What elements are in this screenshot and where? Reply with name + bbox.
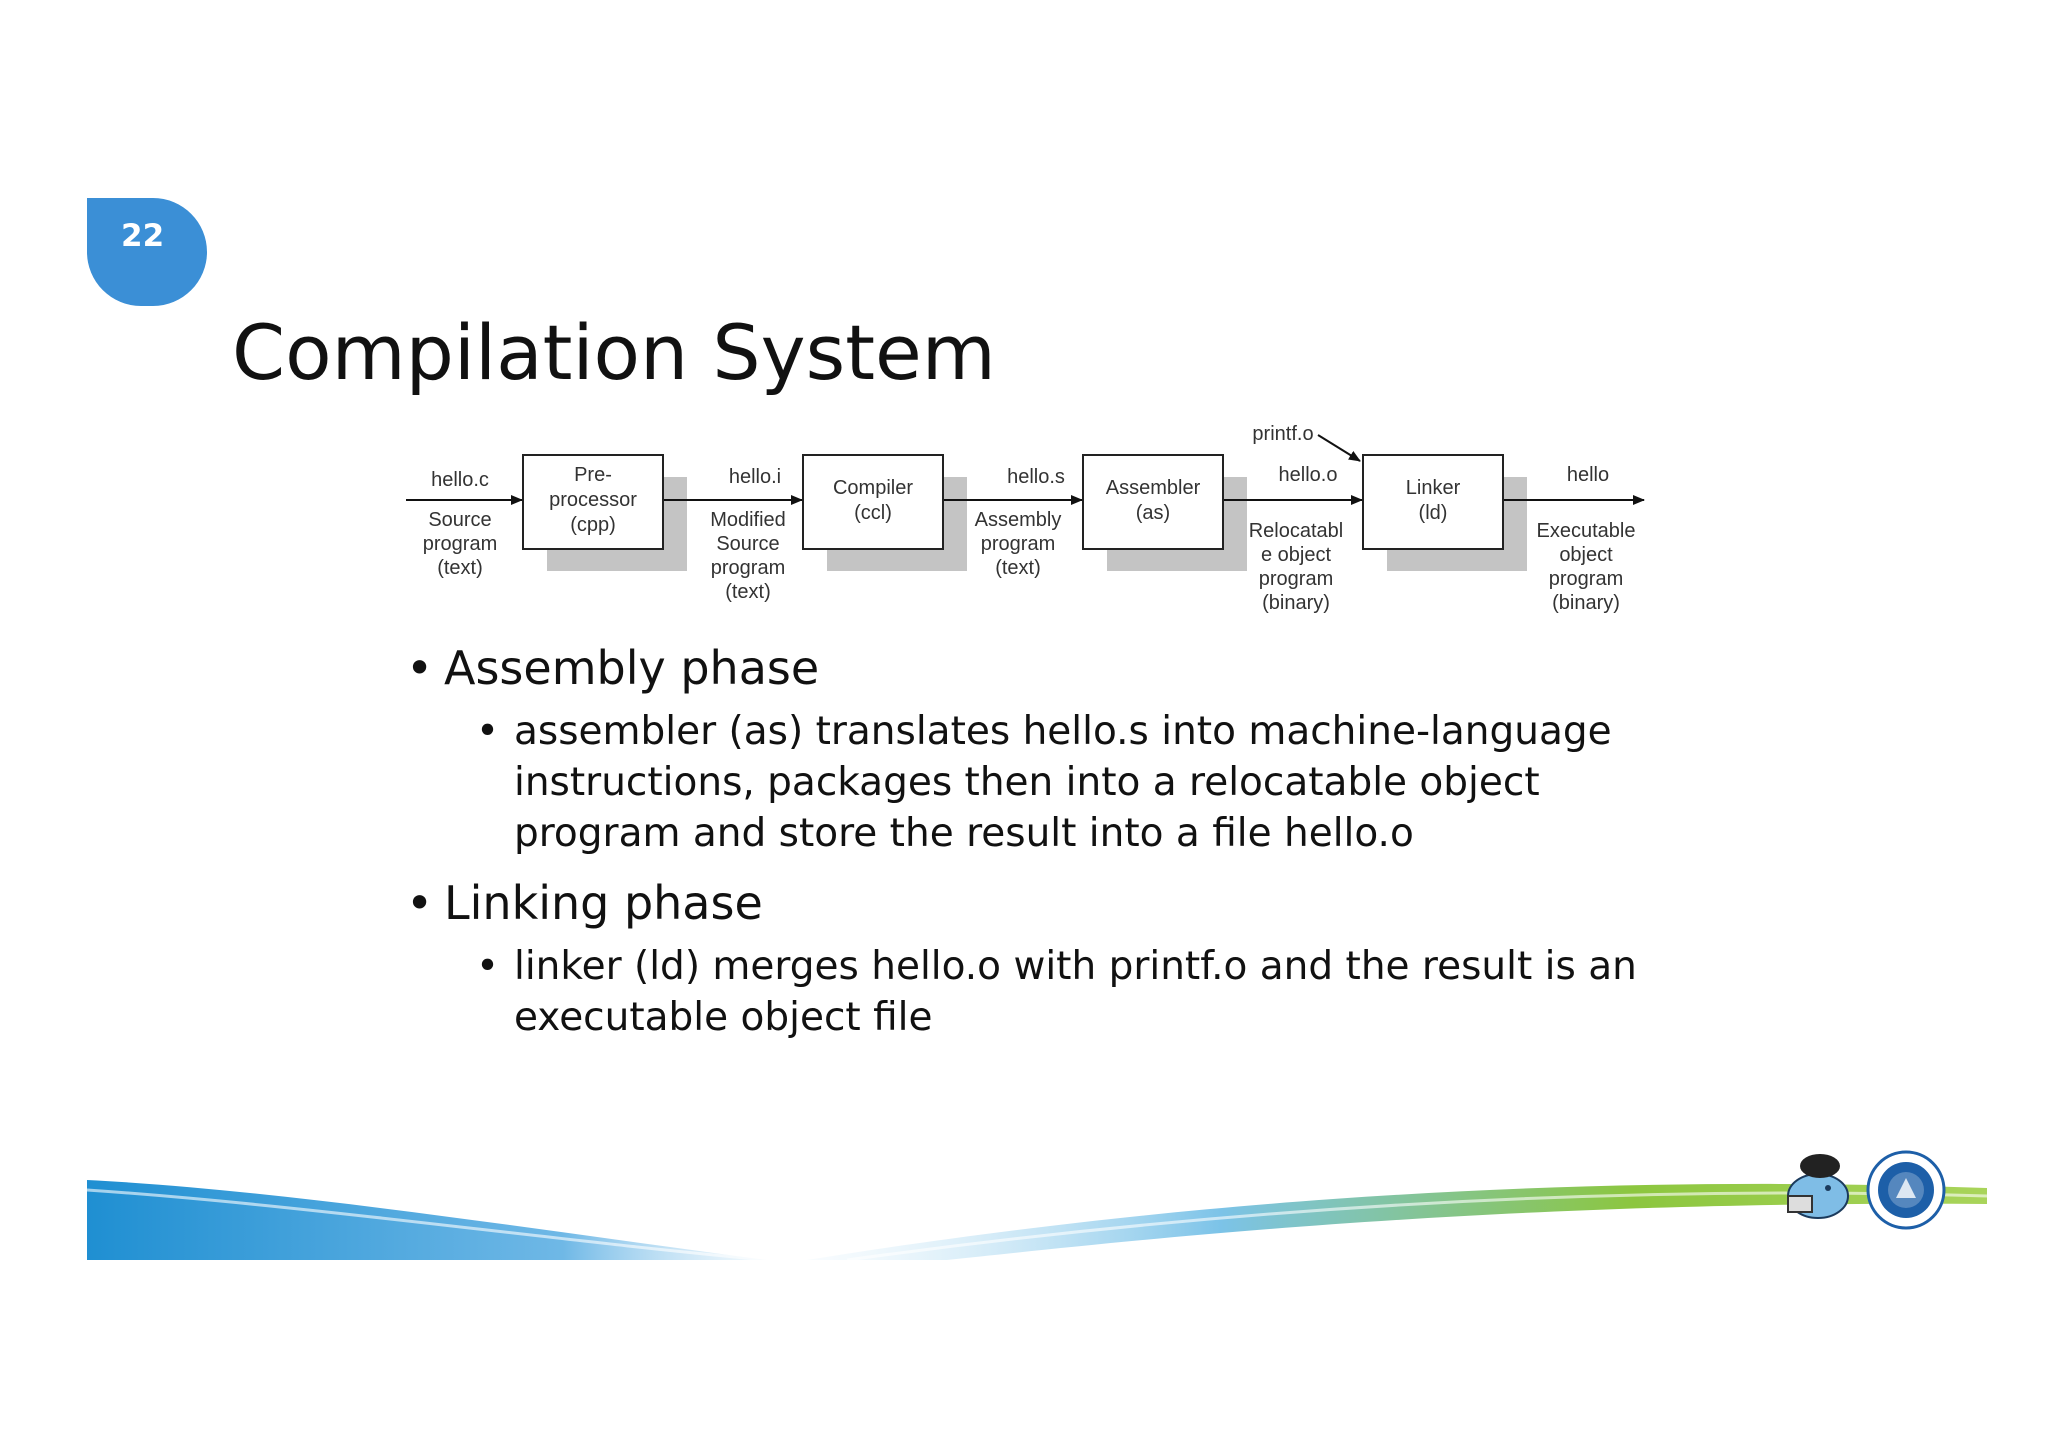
file-desc-hello-c-2: program	[423, 533, 497, 555]
preprocessor-label-1: Pre-	[574, 464, 612, 486]
file-desc-hello-3: program	[1549, 568, 1623, 590]
file-name-hello-s: hello.s	[1007, 466, 1065, 488]
file-desc-hello-o-1: Relocatabl	[1249, 520, 1344, 542]
file-desc-hello-i-3: program	[711, 557, 785, 579]
file-desc-hello-s-1: Assembly	[975, 509, 1062, 531]
bullet-dot: •	[406, 876, 434, 930]
assembler-label-1: Assembler	[1106, 477, 1201, 499]
file-desc-hello-i-4: (text)	[725, 581, 771, 603]
preprocessor-box	[522, 454, 664, 550]
sub-bullet-line: assembler (as) translates hello.s into m…	[514, 709, 1612, 754]
bullet-assembly-phase: • Assembly phase	[400, 640, 1660, 696]
preprocessor-label-3: (cpp)	[570, 514, 616, 536]
compiler-label-2: (ccl)	[854, 502, 892, 524]
file-desc-hello-o-4: (binary)	[1262, 592, 1330, 614]
bullet-dot: •	[406, 641, 434, 695]
bullet-dot: •	[476, 709, 500, 754]
assembler-label-2: (as)	[1136, 502, 1170, 524]
file-desc-hello-s-2: program	[981, 533, 1055, 555]
file-desc-hello-c-1: Source	[428, 509, 491, 531]
bullet-dot: •	[476, 944, 500, 989]
file-desc-hello-c-3: (text)	[437, 557, 483, 579]
sub-bullet-line: executable object file	[514, 995, 933, 1040]
sub-bullet-linker: • linker (ld) merges hello.o with printf…	[400, 941, 1660, 1043]
institution-seal-logo	[1866, 1150, 1946, 1230]
file-name-hello-i: hello.i	[729, 466, 781, 488]
preprocessor-label-2: processor	[549, 489, 637, 511]
slide-number: 22	[121, 218, 165, 254]
linker-label-2: (ld)	[1419, 502, 1448, 524]
file-desc-hello-o-2: e object	[1261, 544, 1331, 566]
file-desc-hello-2: object	[1559, 544, 1613, 566]
bullet-list: • Assembly phase • assembler (as) transl…	[400, 640, 1660, 1043]
file-name-hello-o: hello.o	[1279, 464, 1338, 486]
file-name-hello-c: hello.c	[431, 469, 489, 491]
compiler-box	[802, 454, 944, 550]
compiler-label-1: Compiler	[833, 477, 913, 499]
bullet-linking-phase: • Linking phase	[400, 875, 1660, 931]
sub-bullet-assembler: • assembler (as) translates hello.s into…	[400, 706, 1660, 859]
sub-bullet-line: program and store the result into a file…	[514, 811, 1414, 856]
linker-box	[1362, 454, 1504, 550]
file-desc-hello-s-3: (text)	[995, 557, 1041, 579]
bullet-text: Assembly phase	[444, 641, 820, 695]
assembler-box	[1082, 454, 1224, 550]
file-desc-hello-o-3: program	[1259, 568, 1333, 590]
file-desc-hello-i-2: Source	[716, 533, 779, 555]
arrow-printf-o	[1317, 434, 1361, 462]
footer-green-swoosh	[807, 1183, 1987, 1260]
sub-bullet-line: linker (ld) merges hello.o with printf.o…	[514, 944, 1637, 989]
compilation-pipeline-diagram: Pre- processor (cpp) Compiler (ccl) Asse…	[406, 423, 1645, 614]
file-desc-hello-i-1: Modified	[710, 509, 786, 531]
footer-blue-swoosh	[87, 1180, 767, 1260]
file-name-hello: hello	[1567, 464, 1609, 486]
elephant-mascot-logo	[1787, 1154, 1849, 1219]
linker-label-1: Linker	[1406, 477, 1461, 499]
file-desc-hello-4: (binary)	[1552, 592, 1620, 614]
slide-title: Compilation System	[232, 308, 996, 397]
bullet-text: Linking phase	[444, 876, 763, 930]
file-name-printf-o: printf.o	[1252, 423, 1313, 445]
file-desc-hello-1: Executable	[1537, 520, 1636, 542]
slide-number-badge: 22	[87, 198, 207, 306]
sub-bullet-line: instructions, packages then into a reloc…	[514, 760, 1540, 805]
footer-swoosh-band	[87, 1180, 1987, 1262]
